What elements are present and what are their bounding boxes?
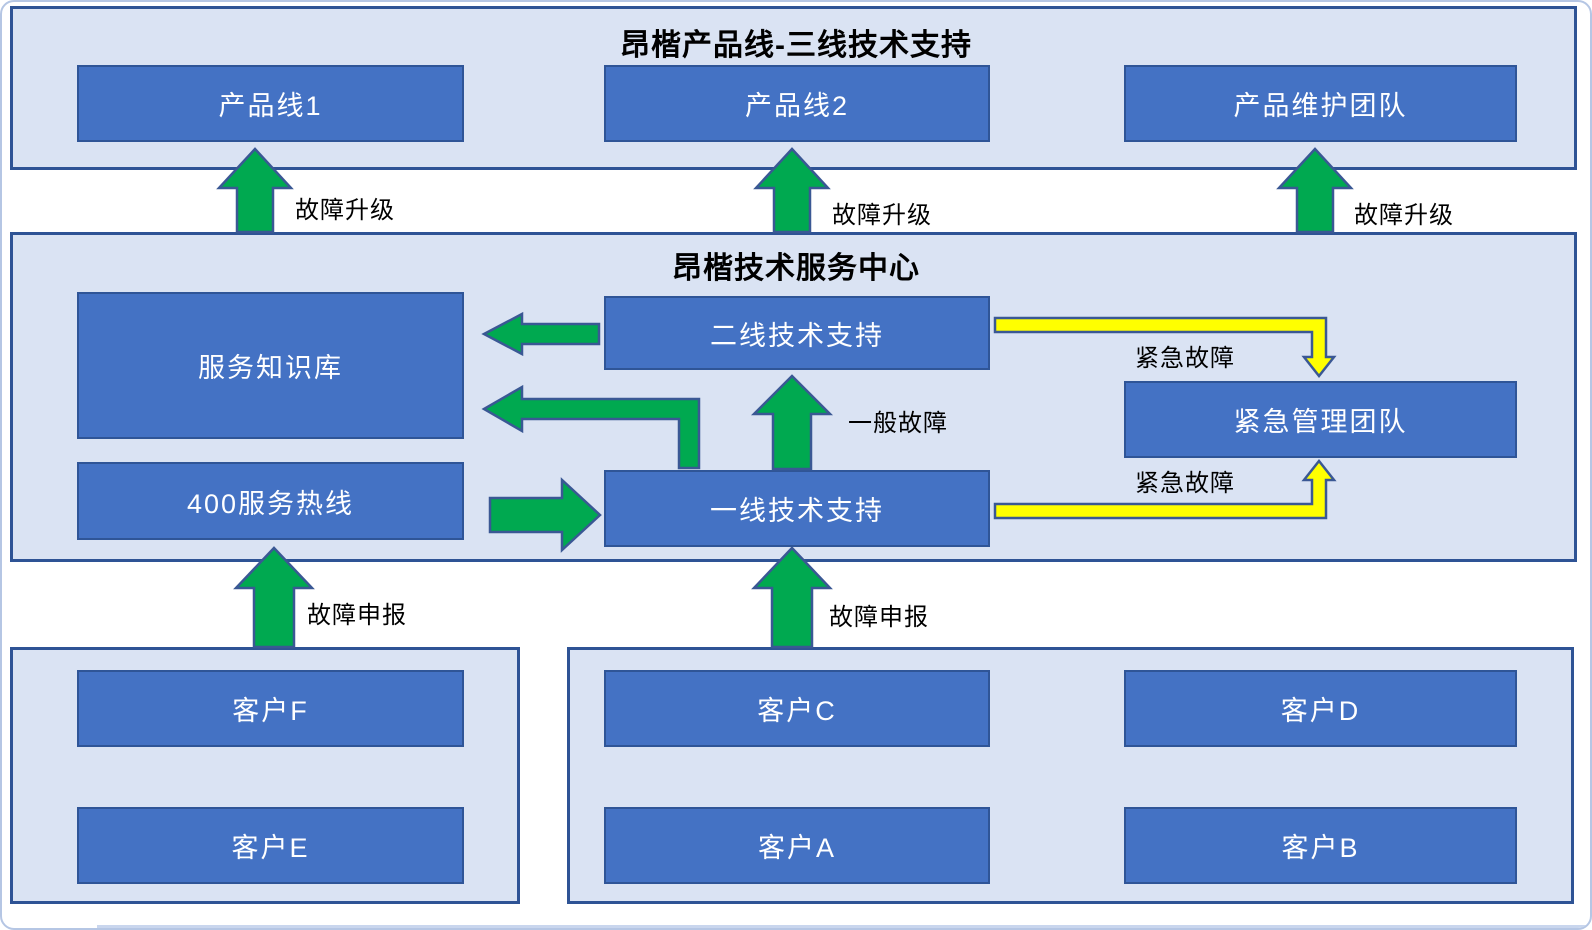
box-second-line-support: 二线技术支持	[604, 296, 990, 370]
box-product-line-2: 产品线2	[604, 65, 990, 142]
box-service-knowledge-base: 服务知识库	[77, 292, 464, 439]
label-emergency-fault-top: 紧急故障	[1135, 345, 1235, 372]
box-product-maintenance-team: 产品维护团队	[1124, 65, 1517, 142]
label-fault-report-left: 故障申报	[307, 602, 407, 629]
box-product-line-1: 产品线1	[77, 65, 464, 142]
up-arrow-fault-report-right-icon	[751, 546, 833, 649]
box-customer-a: 客户A	[604, 807, 990, 884]
middle-section-title: 昂楷技术服务中心	[672, 252, 920, 285]
label-fault-report-right: 故障申报	[829, 604, 929, 631]
label-fault-escalation-3: 故障升级	[1354, 202, 1454, 229]
top-section-title: 昂楷产品线-三线技术支持	[620, 29, 972, 62]
up-arrow-fault-report-left-icon	[233, 546, 315, 649]
box-400-service-hotline: 400服务热线	[77, 462, 464, 540]
box-customer-d: 客户D	[1124, 670, 1517, 747]
label-emergency-fault-bottom: 紧急故障	[1135, 470, 1235, 497]
box-customer-e: 客户E	[77, 807, 464, 884]
box-customer-c: 客户C	[604, 670, 990, 747]
label-fault-escalation-1: 故障升级	[295, 197, 395, 224]
box-customer-f: 客户F	[77, 670, 464, 747]
box-first-line-support: 一线技术支持	[604, 470, 990, 547]
label-general-fault: 一般故障	[848, 410, 948, 437]
box-emergency-management-team: 紧急管理团队	[1124, 381, 1517, 458]
bottom-partial-shape-edge	[97, 925, 1586, 928]
box-customer-b: 客户B	[1124, 807, 1517, 884]
label-fault-escalation-2: 故障升级	[832, 202, 932, 229]
